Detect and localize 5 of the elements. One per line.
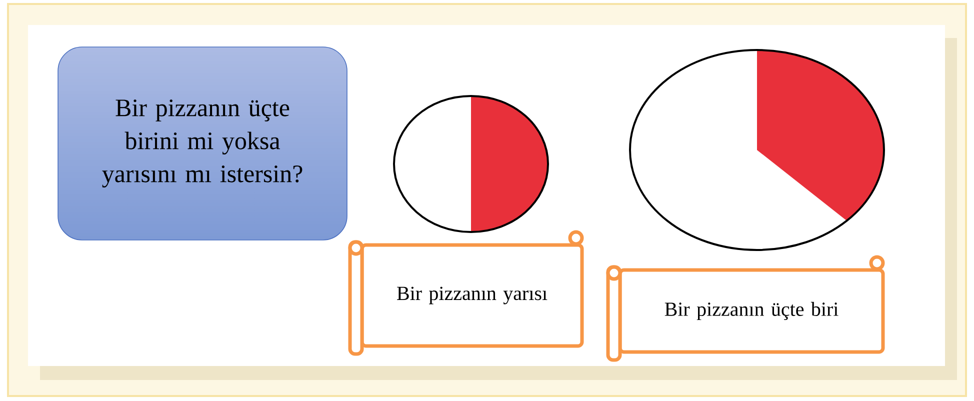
pizza-drawing bbox=[393, 95, 549, 233]
question-box: Bir pizzanın üçte birini mi yoksa yarısını mı istersin? bbox=[58, 46, 348, 240]
scroll-banner: Bir pizzanın yarısı bbox=[348, 230, 584, 356]
scroll-banner: Bir pizzanın üçte biri bbox=[606, 255, 885, 362]
pizza-drawing bbox=[629, 49, 885, 251]
